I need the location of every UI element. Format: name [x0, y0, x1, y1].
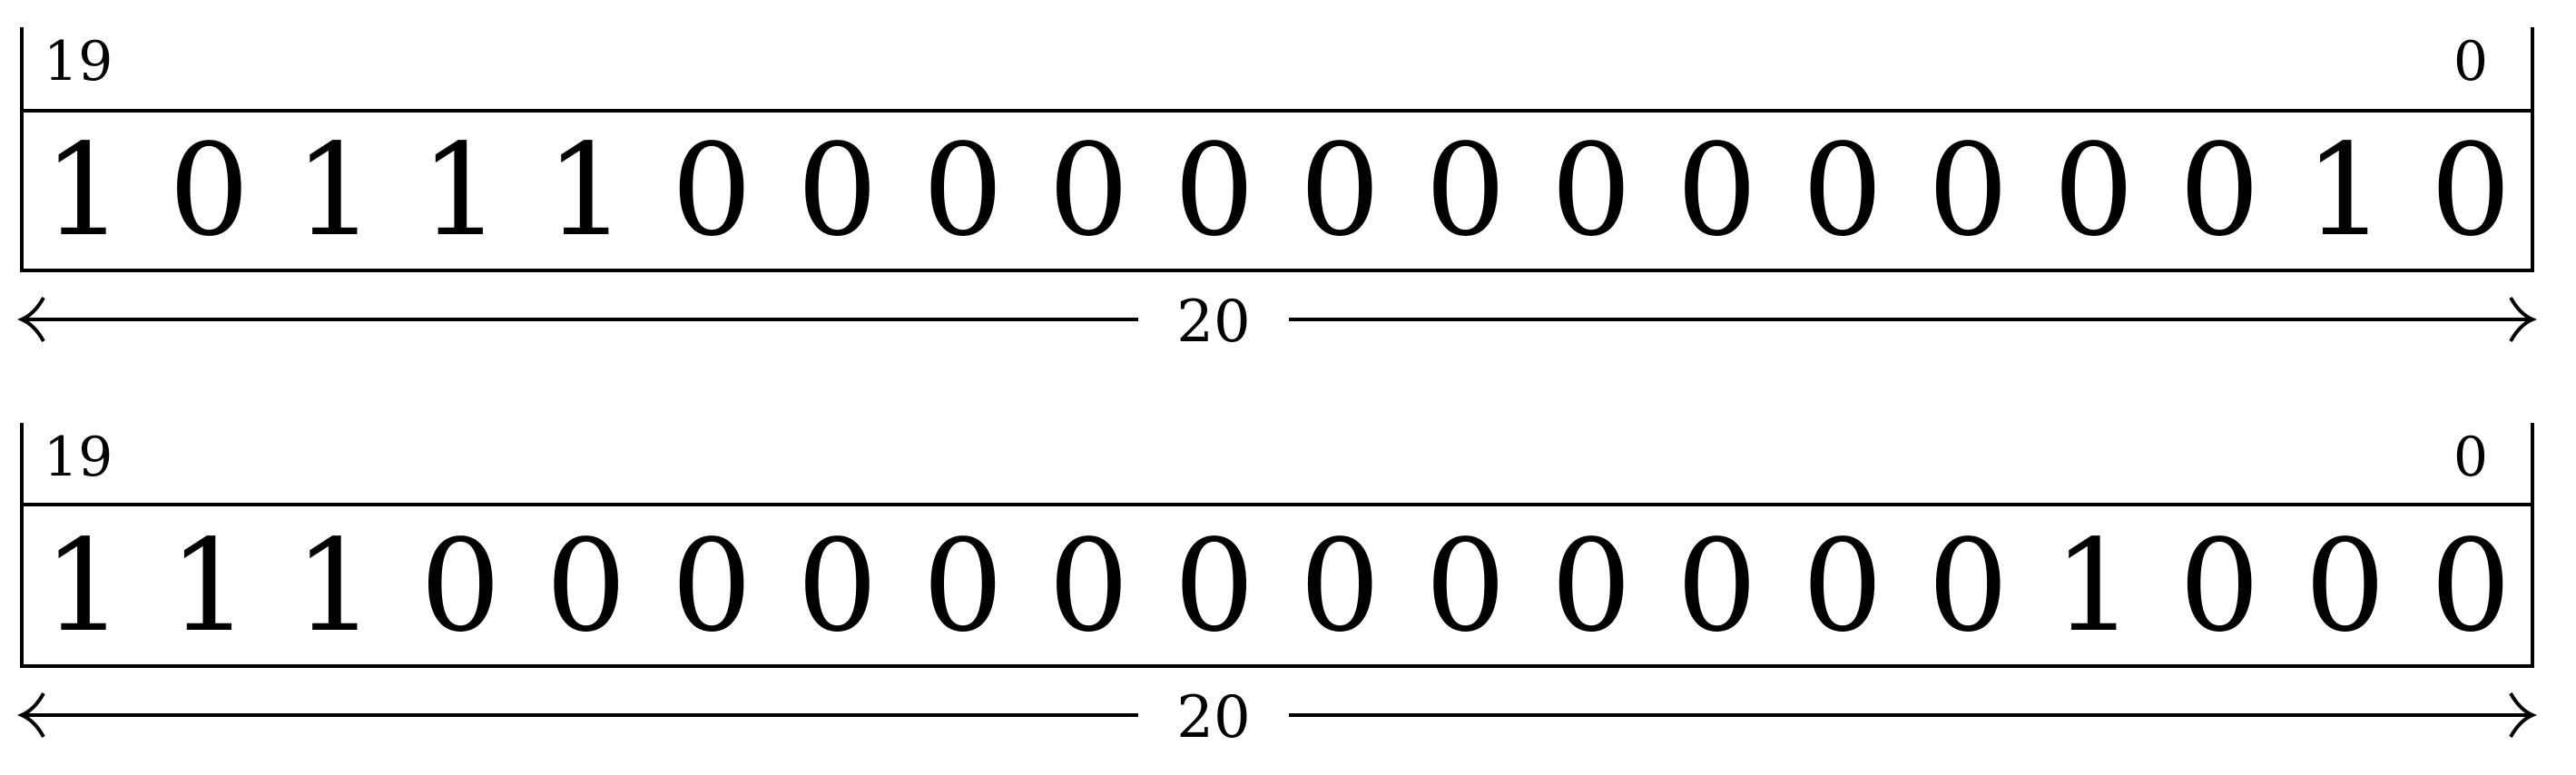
- register-2-bit-9: 0: [1300, 513, 1381, 661]
- register-2-bit-6: 0: [1676, 513, 1757, 661]
- register-1-bit-8: 0: [1425, 117, 1506, 265]
- register-1-width-arrow: 20: [16, 289, 2538, 356]
- register-1-msb-index: 19: [44, 30, 113, 93]
- register-2-bit-3: 1: [2053, 513, 2134, 661]
- register-1-width-label: 20: [1176, 289, 1250, 356]
- register-2-bit-18: 1: [169, 513, 250, 661]
- register-2-bit-10: 0: [1174, 513, 1254, 661]
- register-1-bit-12: 0: [922, 117, 1003, 265]
- register-2-bit-12: 0: [922, 513, 1003, 661]
- register-2-bit-11: 0: [1048, 513, 1129, 661]
- register-2-right-arrowhead: [2509, 692, 2538, 738]
- register-2-bit-0: 0: [2430, 513, 2511, 661]
- register-1-bit-3: 0: [2053, 117, 2134, 265]
- register-2-bit-15: 0: [546, 513, 626, 661]
- register-1-bit-4: 0: [1928, 117, 2009, 265]
- register-1-lsb-index: 0: [2453, 30, 2488, 93]
- register-1-left-arrowhead: [16, 297, 45, 342]
- register-1-bit-11: 0: [1048, 117, 1129, 265]
- register-2-bit-5: 0: [1802, 513, 1883, 661]
- register-1-bit-9: 0: [1300, 117, 1381, 265]
- register-1-bit-15: 1: [546, 117, 626, 265]
- register-1-bit-17: 1: [294, 117, 375, 265]
- register-1-bit-10: 0: [1174, 117, 1254, 265]
- register-1-bit-16: 1: [420, 117, 501, 265]
- register-2-bit-7: 0: [1551, 513, 1632, 661]
- register-2-msb-index: 19: [44, 426, 113, 489]
- register-1-bit-5: 0: [1802, 117, 1883, 265]
- register-2-bit-2: 0: [2179, 513, 2260, 661]
- register-1-bit-14: 0: [672, 117, 752, 265]
- register-2-left-arrowhead: [16, 692, 45, 738]
- register-2-bit-4: 0: [1928, 513, 2009, 661]
- register-1-bit-7: 0: [1551, 117, 1632, 265]
- register-2-width-arrow: 20: [16, 684, 2538, 751]
- register-1-bit-18: 0: [169, 117, 250, 265]
- register-2-lsb-index: 0: [2453, 426, 2488, 489]
- register-2-box: [20, 503, 2534, 668]
- register-1-bit-19: 1: [43, 117, 123, 265]
- register-2-bit-1: 0: [2305, 513, 2385, 661]
- register-2-bit-8: 0: [1425, 513, 1506, 661]
- register-2-bit-19: 1: [43, 513, 123, 661]
- register-1-box: [20, 109, 2534, 272]
- register-1-bit-6: 0: [1676, 117, 1757, 265]
- register-1-bit-0: 0: [2430, 117, 2511, 265]
- register-1-bit-1: 1: [2305, 117, 2385, 265]
- register-2-bit-13: 0: [797, 513, 878, 661]
- register-2-width-label: 20: [1176, 684, 1250, 751]
- register-1-bit-2: 0: [2179, 117, 2260, 265]
- register-2-bit-14: 0: [672, 513, 752, 661]
- register-1-right-arrowhead: [2509, 297, 2538, 342]
- register-1-bit-13: 0: [797, 117, 878, 265]
- register-2-bit-16: 0: [420, 513, 501, 661]
- register-2-bit-17: 1: [294, 513, 375, 661]
